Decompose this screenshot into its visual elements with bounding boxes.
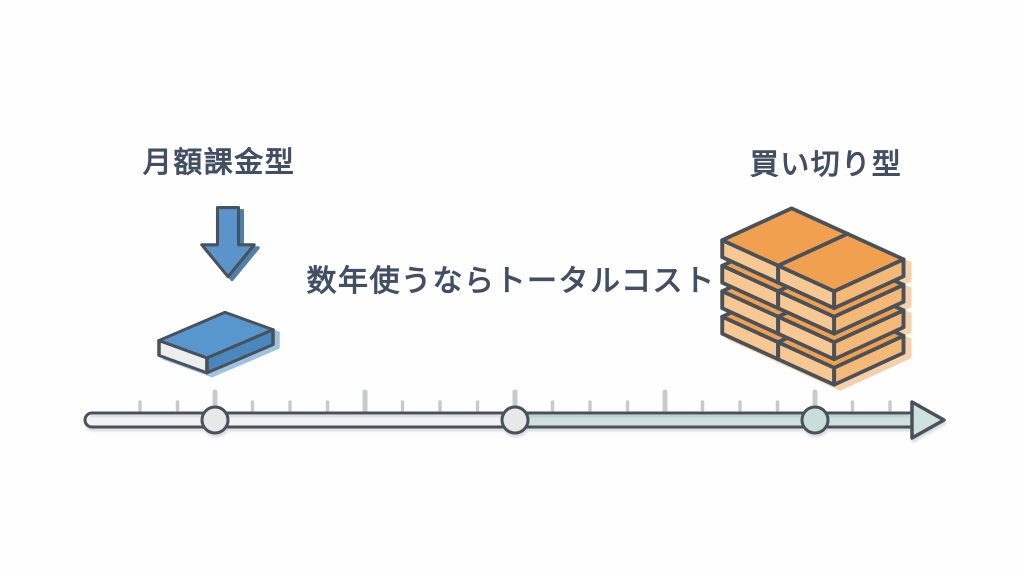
subscription-block-icon xyxy=(157,310,275,375)
bar-inner-shade xyxy=(90,415,909,418)
purchase-stack-icon xyxy=(720,206,906,387)
timeline-node xyxy=(200,405,230,435)
label-buyout: 買い切り型 xyxy=(749,149,903,181)
label-subscription: 月額課金型 xyxy=(142,147,296,179)
timeline-node xyxy=(500,405,530,435)
timeline-node xyxy=(800,405,830,435)
down-arrow-shape xyxy=(200,205,256,279)
arrowhead-icon xyxy=(910,400,946,440)
timeline-axis xyxy=(83,389,946,440)
timeline-bar xyxy=(83,400,946,440)
down-arrow-icon xyxy=(200,205,256,279)
tick-marks xyxy=(138,389,892,414)
label-total-cost: 数年使うならトータルコスト xyxy=(306,265,716,298)
block-top-face xyxy=(157,310,275,360)
